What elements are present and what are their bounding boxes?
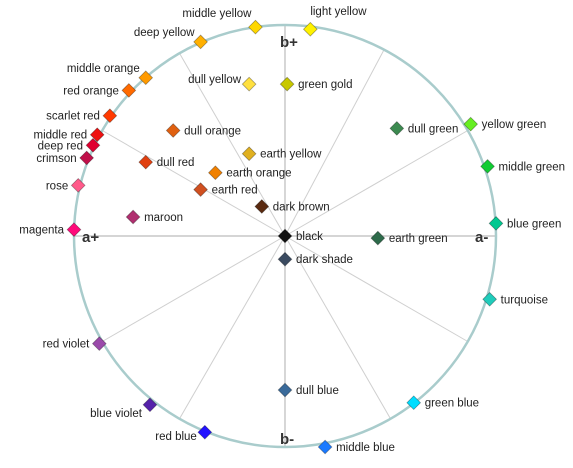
color-marker-dull-yellow: [241, 76, 257, 92]
color-marker-earth-orange: [208, 165, 223, 181]
color-marker-crimson: [79, 150, 95, 166]
axis-label-a-plus: a+: [82, 229, 99, 246]
axis-label-a-minus: a-: [475, 229, 488, 246]
color-label-crimson: crimson: [36, 153, 76, 165]
color-marker-red-violet: [91, 336, 107, 351]
spoke-line: [179, 235, 286, 419]
points-layer: light yellow middle yellow deep yellow midd…: [19, 6, 565, 455]
color-label-middle-blue: middle blue: [336, 442, 395, 454]
color-marker-yellow-green: [463, 116, 479, 132]
color-marker-dull-blue: [277, 382, 293, 398]
color-marker-red-blue: [197, 424, 213, 440]
spoke-line: [284, 130, 468, 237]
color-marker-light-yellow: [302, 21, 318, 37]
color-label-deep-red: deep red: [38, 140, 83, 152]
color-marker-deep-red: [85, 137, 101, 153]
color-label-middle-green: middle green: [499, 161, 565, 173]
color-label-rose: rose: [46, 180, 68, 192]
spoke-line: [102, 130, 286, 237]
color-marker-earth-green: [370, 230, 386, 246]
color-marker-scarlet-red: [102, 108, 118, 124]
color-marker-magenta: [66, 222, 82, 238]
color-label-dark-shade: dark shade: [296, 254, 353, 266]
color-label-earth-green: earth green: [389, 233, 448, 245]
color-label-dull-blue: dull blue: [296, 385, 339, 397]
spoke-line: [284, 235, 468, 342]
color-marker-middle-green: [480, 159, 495, 174]
color-label-scarlet-red: scarlet red: [46, 111, 100, 123]
spoke-line: [102, 235, 286, 342]
color-label-blue-violet: blue violet: [90, 408, 143, 420]
color-marker-dark-shade: [277, 251, 293, 267]
spokes-layer: [102, 49, 468, 419]
color-label-blue-green: blue green: [507, 218, 561, 230]
color-marker-red-orange: [121, 83, 137, 98]
color-label-red-blue: red blue: [155, 431, 197, 443]
color-marker-dull-green: [389, 121, 405, 136]
color-marker-black: [277, 228, 293, 244]
axis-label-b-plus: b+: [280, 34, 298, 51]
color-label-earth-yellow: earth yellow: [260, 149, 322, 161]
color-label-dull-yellow: dull yellow: [188, 74, 242, 86]
color-label-red-orange: red orange: [63, 85, 119, 97]
color-label-red-violet: red violet: [43, 339, 90, 351]
color-label-turquoise: turquoise: [501, 294, 548, 306]
color-label-earth-red: earth red: [212, 185, 258, 197]
color-label-green-blue: green blue: [425, 398, 479, 410]
color-marker-turquoise: [482, 291, 498, 307]
color-marker-dull-orange: [165, 123, 181, 138]
color-label-maroon: maroon: [144, 212, 183, 224]
axis-label-b-minus: b-: [280, 431, 294, 448]
color-label-light-yellow: light yellow: [310, 6, 367, 18]
color-marker-rose: [70, 177, 86, 193]
color-marker-middle-yellow: [248, 19, 263, 35]
color-marker-earth-yellow: [241, 146, 257, 162]
color-marker-middle-orange: [138, 70, 154, 86]
color-marker-earth-red: [193, 182, 208, 197]
color-marker-green-gold: [279, 76, 295, 92]
color-label-black: black: [296, 231, 323, 243]
color-marker-deep-yellow: [193, 34, 208, 50]
spoke-line: [284, 49, 385, 237]
color-marker-middle-red: [89, 127, 105, 143]
color-marker-dull-red: [138, 154, 154, 170]
color-label-middle-red: middle red: [34, 130, 88, 142]
color-marker-blue-green: [488, 215, 504, 231]
color-marker-middle-blue: [317, 439, 333, 455]
color-marker-maroon: [125, 209, 141, 225]
color-label-middle-yellow: middle yellow: [182, 8, 252, 20]
color-label-dark-brown: dark brown: [273, 201, 330, 213]
color-marker-green-blue: [406, 395, 422, 411]
color-label-magenta: magenta: [19, 225, 64, 237]
color-marker-dark-brown: [254, 199, 270, 214]
color-marker-blue-violet: [142, 397, 158, 413]
color-label-dull-red: dull red: [157, 157, 195, 169]
spoke-line: [284, 235, 391, 419]
axis-labels-layer: a+ a- b+ b-: [82, 34, 488, 448]
color-label-earth-orange: earth orange: [226, 168, 291, 180]
color-label-dull-green: dull green: [408, 123, 459, 135]
color-label-dull-orange: dull orange: [184, 126, 241, 138]
color-label-middle-orange: middle orange: [67, 63, 140, 75]
color-label-green-gold: green gold: [298, 79, 352, 91]
color-label-yellow-green: yellow green: [482, 119, 547, 131]
color-label-deep-yellow: deep yellow: [134, 27, 195, 39]
